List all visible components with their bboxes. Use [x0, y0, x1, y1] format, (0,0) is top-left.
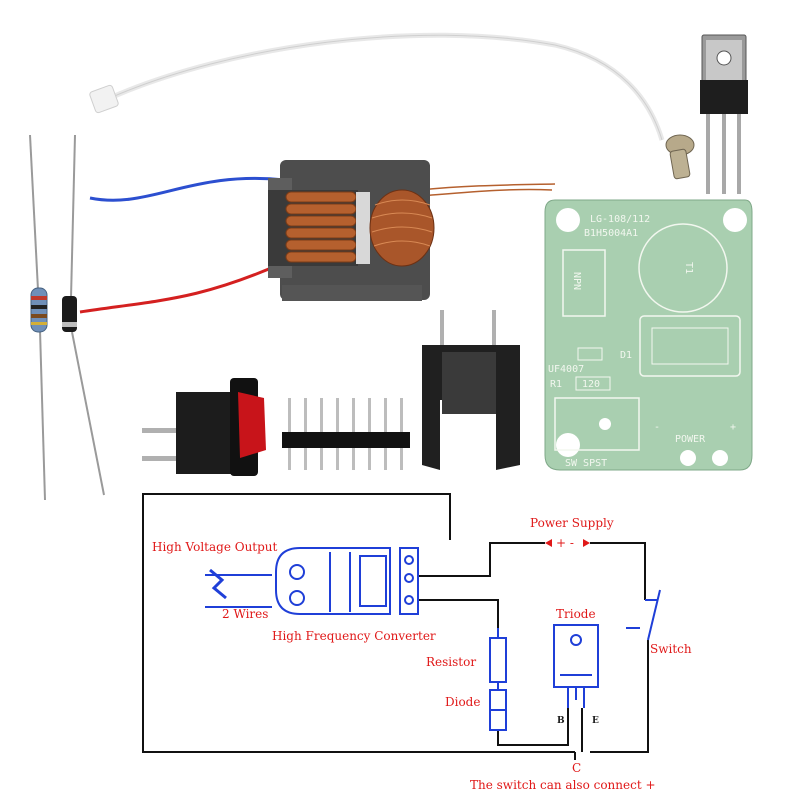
- pcb-minus: -: [654, 422, 660, 433]
- label-two-wires: 2 Wires: [222, 607, 268, 621]
- pcb-code: B1H5004A1: [584, 228, 638, 239]
- pcb-t1: T1: [683, 262, 694, 274]
- label-triode: Triode: [556, 607, 596, 621]
- switch-symbol: [626, 589, 661, 641]
- pcb-model: LG-108/112: [590, 214, 650, 225]
- resistor-symbol: [489, 628, 507, 690]
- label-switch: Switch: [650, 642, 692, 656]
- pcb-power: POWER: [675, 434, 706, 445]
- pcb-plus: +: [730, 422, 736, 433]
- diode-part: [62, 134, 105, 496]
- pcb-r1: R1: [550, 379, 562, 390]
- resistor-part: [29, 134, 48, 501]
- pcb-sw: SW SPST: [565, 458, 607, 469]
- label-power-supply: Power Supply: [530, 516, 614, 530]
- schematic: [142, 493, 649, 760]
- label-polarity: + -: [556, 536, 574, 550]
- label-resistor: Resistor: [426, 655, 476, 669]
- pcb-r-value: 120: [582, 379, 600, 390]
- pcb-board: LG-108/112 B1H5004A1 NPN T1 D1 UF4007 R1…: [544, 199, 753, 471]
- heatsink: [422, 310, 520, 470]
- label-pin-c: C: [572, 761, 581, 775]
- high-frequency-transformer: [79, 160, 556, 314]
- pcb-d1: D1: [620, 350, 632, 361]
- power-supply-arrows: [545, 539, 590, 547]
- label-note: The switch can also connect +: [470, 778, 656, 792]
- label-pin-b: B: [557, 716, 565, 726]
- cable-tie: [89, 32, 665, 141]
- pcb-npn: NPN: [571, 272, 582, 290]
- pin-header: [282, 398, 410, 470]
- label-diode: Diode: [445, 695, 480, 709]
- hf-converter-symbol: [205, 547, 419, 615]
- rocker-switch: [142, 378, 266, 476]
- power-transistor: [700, 34, 748, 194]
- label-high-voltage-output: High Voltage Output: [152, 540, 278, 554]
- pcb-uf4007: UF4007: [548, 364, 584, 375]
- label-pin-e: E: [592, 716, 599, 726]
- label-hf-converter: High Frequency Converter: [272, 629, 436, 643]
- triode-symbol: [553, 624, 599, 708]
- screw: [665, 134, 695, 180]
- diode-symbol: [489, 689, 507, 731]
